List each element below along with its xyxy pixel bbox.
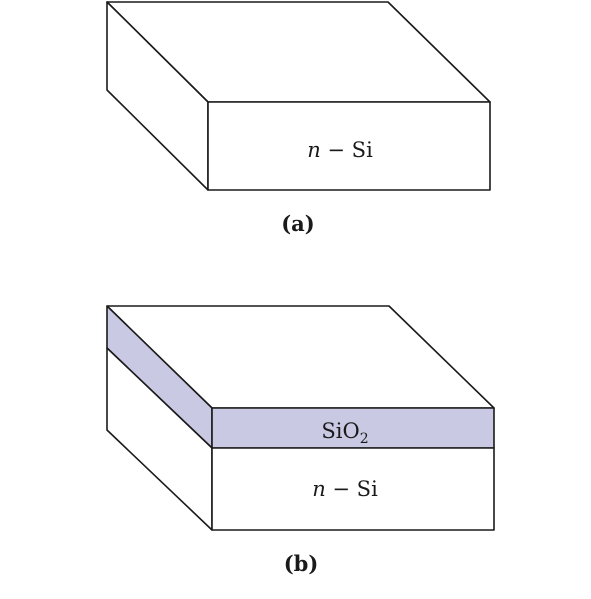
caption-b: (b) [284, 551, 319, 576]
block-b-front-si-face [211, 447, 495, 531]
block-b-sio2-label: SiO2 [321, 419, 368, 447]
caption-a: (a) [281, 211, 314, 236]
block-a: n − Si [106, 1, 491, 191]
block-b: SiO2 n − Si [106, 305, 495, 531]
block-a-nsi-label: n − Si [307, 138, 373, 162]
block-a-front-face [207, 101, 491, 191]
block-b-nsi-label: n − Si [312, 477, 378, 501]
